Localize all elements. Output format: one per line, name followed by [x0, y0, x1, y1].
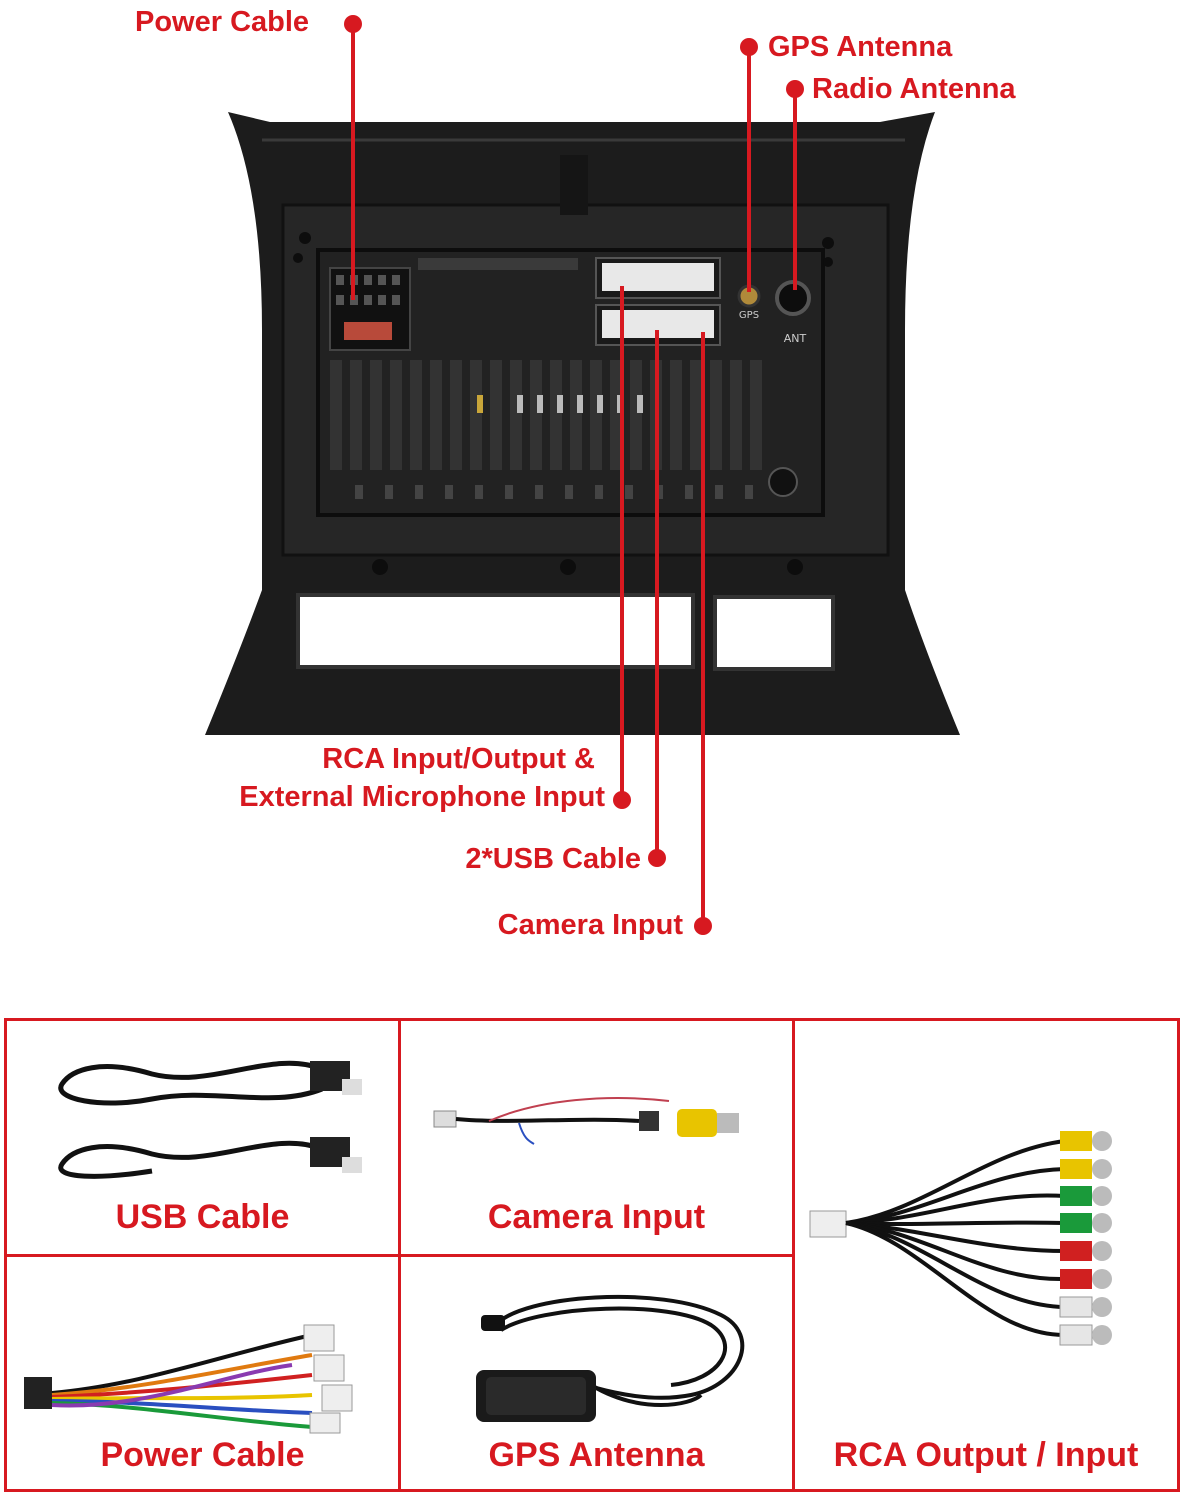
usb-cable-icon [58, 1060, 362, 1179]
callout-rca-line1: RCA Input/Output & [322, 743, 595, 775]
accessory-gps-antenna: GPS Antenna [401, 1257, 792, 1489]
rca-cable-icon [809, 1131, 1112, 1346]
accessory-title: USB Cable [115, 1198, 290, 1236]
accessory-grid: USB Cable Camera Input [4, 1018, 1180, 1492]
accessory-usb-cable: USB Cable [7, 1021, 398, 1254]
accessory-title: Power Cable [100, 1436, 305, 1474]
callout-dot-rca [613, 791, 631, 809]
callout-dot-camera [694, 917, 712, 935]
callout-usb-cable: 2*USB Cable [465, 843, 641, 875]
callout-dot-gps [740, 38, 758, 56]
callout-dot-radio [786, 80, 804, 98]
callout-radio-antenna: Radio Antenna [812, 73, 1016, 105]
accessory-power-cable: Power Cable [7, 1257, 398, 1489]
lower-vent-right [713, 595, 835, 671]
accessory-camera-input: Camera Input [401, 1021, 792, 1254]
callout-rca-line2: External Microphone Input [239, 781, 605, 813]
accessory-title: RCA Output / Input [833, 1436, 1139, 1474]
head-unit-diagram: GPS ANT [205, 15, 960, 935]
accessory-title: GPS Antenna [488, 1436, 705, 1474]
accessory-rca-cable: RCA Output / Input [795, 1021, 1177, 1489]
callout-camera-input: Camera Input [497, 909, 683, 941]
callout-gps-antenna: GPS Antenna [768, 31, 953, 63]
top-tab [560, 155, 588, 215]
lower-vent-left [296, 593, 695, 669]
gps-antenna-icon [476, 1294, 745, 1422]
callout-dot-power [344, 15, 362, 33]
accessory-title: Camera Input [487, 1198, 706, 1236]
svg-text:GPS: GPS [739, 310, 759, 321]
power-harness-icon [24, 1324, 353, 1434]
callout-power-cable: Power Cable [135, 6, 310, 38]
svg-text:ANT: ANT [784, 332, 807, 345]
camera-cable-icon [433, 1097, 739, 1145]
callout-dot-usb [648, 849, 666, 867]
